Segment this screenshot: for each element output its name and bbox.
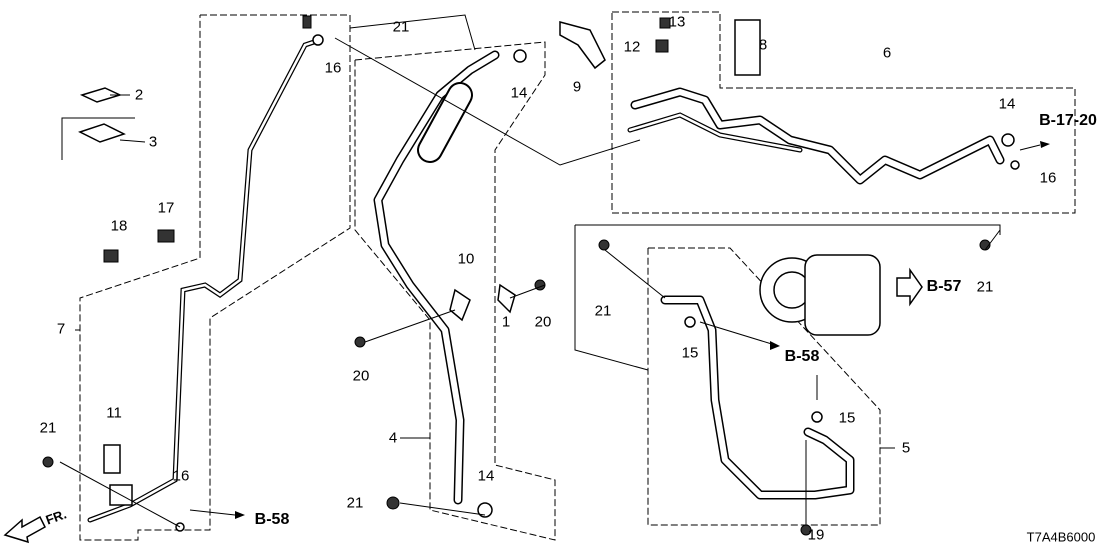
o-ring-15-icon bbox=[811, 411, 823, 423]
reference-b-58[interactable]: B-58 bbox=[254, 511, 290, 528]
part-label: 10 bbox=[457, 250, 475, 268]
group-box-5 bbox=[647, 247, 881, 526]
group-box-7 bbox=[79, 14, 351, 541]
part-label: 5 bbox=[901, 439, 911, 457]
part-label: 21 bbox=[392, 18, 410, 36]
clip-18-icon bbox=[103, 249, 119, 263]
cap-12-icon bbox=[655, 39, 669, 53]
part-label: 12 bbox=[623, 38, 641, 56]
receiver-dryer-icon bbox=[419, 84, 471, 161]
part-label: 14 bbox=[998, 95, 1016, 113]
part-label: 21 bbox=[976, 278, 994, 296]
part-label: 11 bbox=[106, 404, 122, 422]
part-label: 8 bbox=[758, 36, 768, 54]
part-label: 2 bbox=[134, 86, 144, 104]
o-ring-15-icon bbox=[684, 316, 696, 328]
reference-b-58[interactable]: B-58 bbox=[784, 348, 820, 365]
part-label: 14 bbox=[477, 467, 495, 485]
pipe-7 bbox=[87, 37, 323, 523]
part-label: 17 bbox=[157, 199, 175, 217]
o-ring-16-icon bbox=[1010, 160, 1020, 170]
part-label: 21 bbox=[346, 494, 364, 512]
cap-13-icon bbox=[659, 17, 671, 29]
diagram-code: T7A4B6000 bbox=[1026, 529, 1096, 545]
pipe-6 bbox=[630, 87, 1005, 185]
reference-b-17-20[interactable]: B-17-20 bbox=[1039, 112, 1097, 129]
bolt-21-icon bbox=[42, 456, 54, 468]
reference-b-57[interactable]: B-57 bbox=[926, 278, 962, 295]
part-label: 16 bbox=[1039, 169, 1057, 187]
compressor-icon bbox=[759, 254, 881, 336]
bolt-21-icon bbox=[386, 496, 400, 510]
part-label: 7 bbox=[56, 320, 66, 338]
part-label: 16 bbox=[172, 467, 190, 485]
part-label: 16 bbox=[324, 59, 342, 77]
o-ring-14-icon bbox=[1001, 133, 1015, 147]
part-label: 20 bbox=[534, 313, 552, 331]
group-box-6 bbox=[611, 11, 1076, 214]
part-label: 21 bbox=[594, 302, 612, 320]
label-plate-3-icon bbox=[78, 123, 126, 143]
o-ring-14-icon bbox=[513, 49, 527, 63]
arrow-b57-icon bbox=[896, 267, 923, 307]
front-arrow-icon bbox=[3, 515, 46, 544]
part-label: 21 bbox=[39, 419, 57, 437]
pressure-switch-11-icon bbox=[103, 444, 121, 474]
part-label: 1 bbox=[501, 313, 511, 331]
part-label: 4 bbox=[388, 429, 398, 447]
sensor-8-icon bbox=[734, 19, 761, 76]
bolt-21-icon bbox=[598, 239, 610, 251]
clamp-9-icon bbox=[559, 21, 606, 70]
clip-17-icon bbox=[157, 229, 175, 243]
bolt-21-icon bbox=[302, 15, 312, 29]
group-box-4 bbox=[354, 41, 556, 541]
part-label: 6 bbox=[882, 44, 892, 62]
part-label: 15 bbox=[681, 344, 699, 362]
part-label: 18 bbox=[110, 217, 128, 235]
bolt-20-icon bbox=[354, 336, 366, 348]
part-label: 3 bbox=[148, 133, 158, 151]
o-ring-16-icon bbox=[312, 34, 324, 46]
part-label: 19 bbox=[807, 526, 825, 544]
clamp-1-icon bbox=[497, 283, 516, 314]
part-label: 13 bbox=[668, 13, 686, 31]
part-label: 14 bbox=[510, 84, 528, 102]
part-label: 9 bbox=[572, 78, 582, 96]
clamp-10-icon bbox=[449, 288, 471, 322]
o-ring-14-icon bbox=[477, 502, 493, 518]
part-label: 15 bbox=[838, 409, 856, 427]
part-label: 20 bbox=[352, 367, 370, 385]
